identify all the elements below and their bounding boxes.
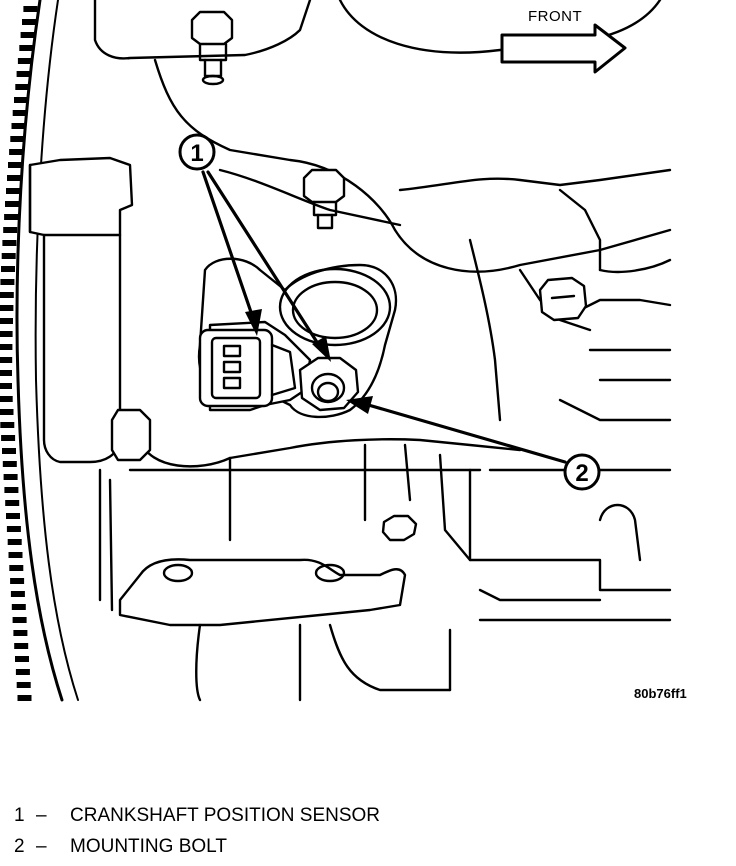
gear-tooth — [1, 253, 16, 259]
callout-1: 1 — [178, 133, 331, 362]
gear-tooth — [15, 84, 30, 90]
figure-code: 80b76ff1 — [634, 686, 687, 701]
gear-tooth — [14, 643, 29, 649]
gear-tooth — [0, 370, 12, 376]
gear-tooth — [10, 578, 25, 584]
gear-tooth — [0, 292, 14, 298]
gear-tooth — [6, 188, 20, 194]
gear-tooth — [8, 552, 23, 558]
gear-tooth — [17, 58, 32, 64]
gear-tooth — [0, 396, 13, 402]
gear-tooth — [10, 591, 25, 597]
upper-mid-bolt — [302, 168, 346, 230]
gear-tooth — [12, 110, 27, 116]
engine-block — [28, 0, 672, 702]
callout-2-number: 2 — [575, 460, 588, 487]
gear-tooth — [0, 331, 13, 337]
gear-tooth — [3, 474, 18, 480]
gear-tooth — [0, 344, 13, 350]
gear-tooth — [16, 71, 31, 77]
gear-tooth — [2, 448, 16, 454]
gear-tooth — [15, 656, 29, 662]
gear-tooth — [11, 604, 26, 610]
gear-tooth — [0, 318, 13, 324]
gear-tooth — [8, 162, 22, 168]
flywheel-ring-gear — [0, 0, 79, 702]
gear-tooth — [0, 409, 14, 415]
engine-illustration: 1 2 — [0, 0, 672, 702]
legend-item-2: 2– MOUNTING BOLT — [14, 831, 380, 862]
gear-tooth — [1, 435, 16, 441]
gear-tooth — [0, 383, 12, 389]
gear-tooth — [0, 422, 15, 428]
legend-number: 2 — [14, 836, 25, 857]
left-cover-bolt — [110, 408, 152, 462]
gear-tooth — [6, 513, 20, 519]
gear-tooth — [13, 630, 28, 636]
gear-tooth — [12, 617, 27, 623]
legend-number: 1 — [14, 805, 25, 826]
gear-tooth — [22, 19, 36, 25]
gear-tooth — [0, 357, 13, 363]
gear-tooth — [14, 97, 28, 103]
mounting-bolt — [298, 356, 360, 412]
gear-tooth — [2, 461, 17, 467]
callout-2: 2 — [346, 396, 601, 491]
gear-tooth — [0, 305, 14, 311]
legend: 1– CRANKSHAFT POSITION SENSOR 2– MOUNTING … — [14, 800, 380, 862]
legend-item-1: 1– CRANKSHAFT POSITION SENSOR — [14, 800, 380, 831]
gear-tooth — [11, 123, 26, 129]
gear-tooth — [7, 175, 21, 181]
gear-tooth — [9, 565, 24, 571]
gear-tooth — [2, 240, 17, 246]
gear-tooth — [5, 500, 20, 506]
legend-text: CRANKSHAFT POSITION SENSOR — [70, 805, 381, 826]
gear-tooth — [9, 149, 24, 155]
gear-tooth — [15, 669, 30, 675]
front-label: FRONT — [528, 8, 583, 25]
gear-tooth — [4, 487, 19, 493]
gear-tooth — [0, 279, 15, 285]
gear-tooth — [10, 136, 25, 142]
crankshaft-position-sensor — [198, 320, 312, 412]
legend-dash: – — [36, 836, 47, 857]
legend-text: MOUNTING BOLT — [70, 836, 227, 857]
callout-1-number: 1 — [190, 140, 203, 167]
gear-tooth — [4, 214, 19, 220]
lower-bolt — [381, 514, 418, 542]
block-bolts — [110, 10, 588, 542]
gear-tooth — [16, 682, 31, 688]
legend-dash: – — [36, 805, 47, 826]
gear-tooth — [7, 539, 22, 545]
gear-tooth — [1, 266, 15, 272]
gear-tooth — [19, 45, 34, 51]
gear-tooth — [17, 695, 32, 701]
front-arrow-icon — [500, 23, 627, 74]
gear-tooth — [3, 227, 18, 233]
right-bolt — [538, 276, 588, 322]
gear-tooth — [5, 201, 19, 207]
top-bolt — [190, 10, 234, 86]
gear-tooth — [20, 32, 35, 38]
gear-tooth — [23, 6, 38, 12]
gear-tooth — [6, 526, 21, 532]
